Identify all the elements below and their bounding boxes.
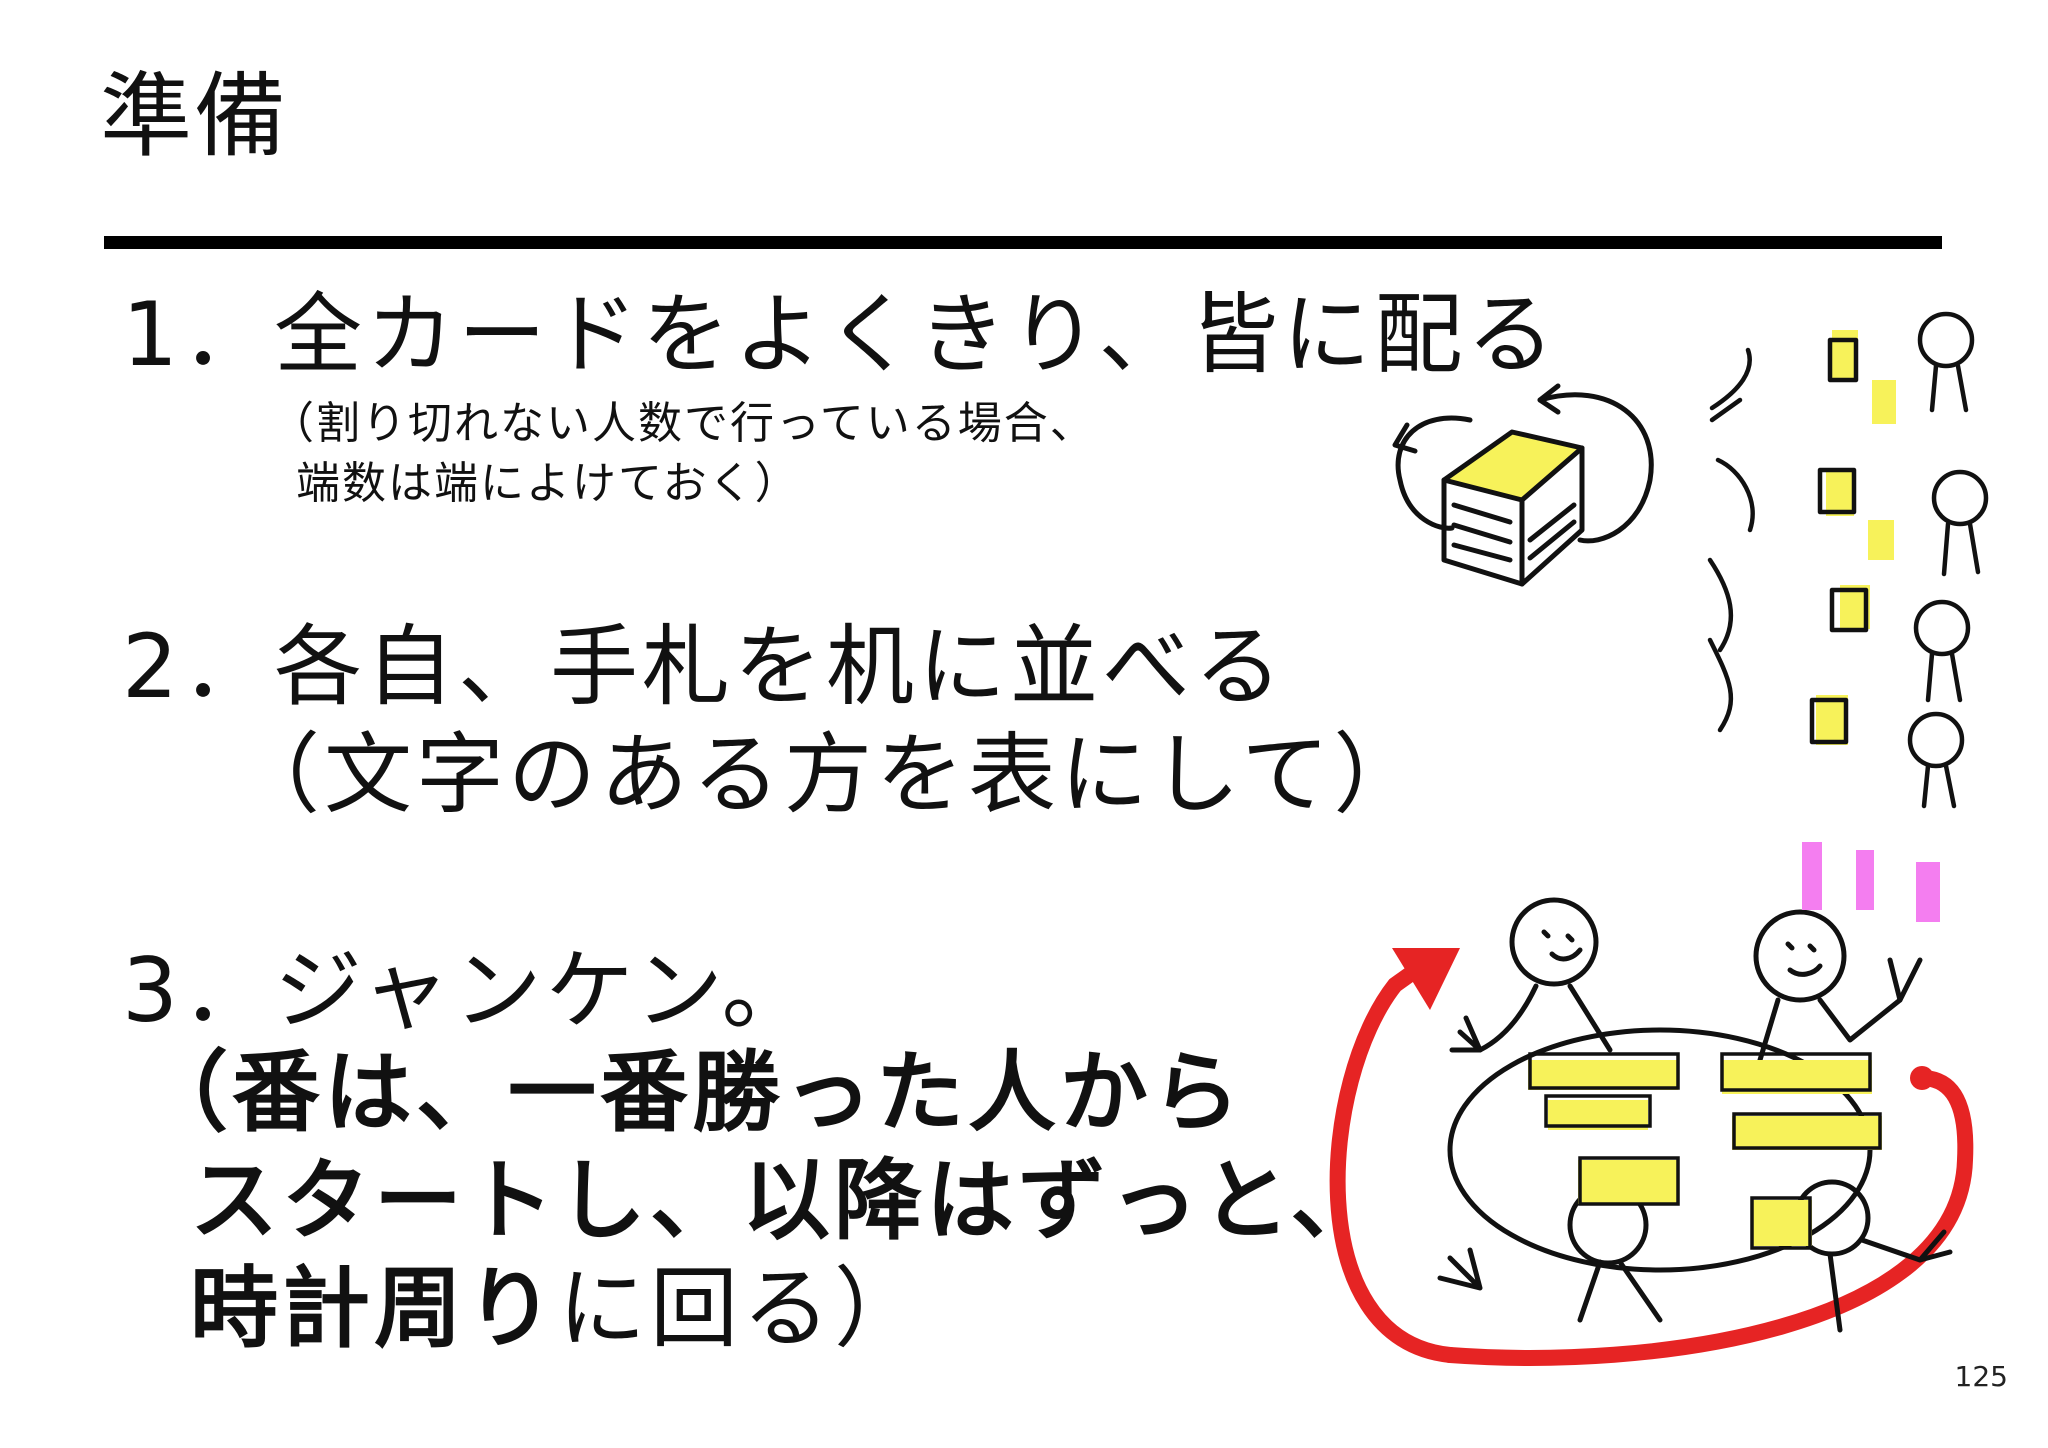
step-3-note-line-1: （番は、一番勝った人から [140,1041,1245,1144]
step-3-note-line-2: スタートし、以降はずっと、 [190,1149,1383,1252]
step-3-text: 3．ジャンケン。 [122,939,814,1042]
step-3-note-line-3: 時計周りに回る） [190,1256,926,1362]
step-1-note-line-2: 端数は端によけておく） [296,458,801,509]
clockwise-emphasis: 時計周り [190,1257,559,1360]
title-divider [104,236,1942,249]
step-1-text: 1．全カードをよくきり、皆に配る [122,283,1559,386]
step-2-subtext: （文字のある方を表にして） [232,723,1426,826]
step-2-text: 2．各自、手札を机に並べる [122,615,1286,718]
step-1-note-line-1: （割り切れない人数で行っている場合、 [270,398,1096,449]
page-title: 準備 [100,63,289,170]
page-number: 125 [1954,1360,2008,1393]
card-deck-illustration [1392,383,1654,587]
table-janken-illustration [1329,842,1974,1366]
step-3-note-line-3-rest: に回る） [558,1257,927,1360]
dealing-illustration [1707,311,1989,809]
